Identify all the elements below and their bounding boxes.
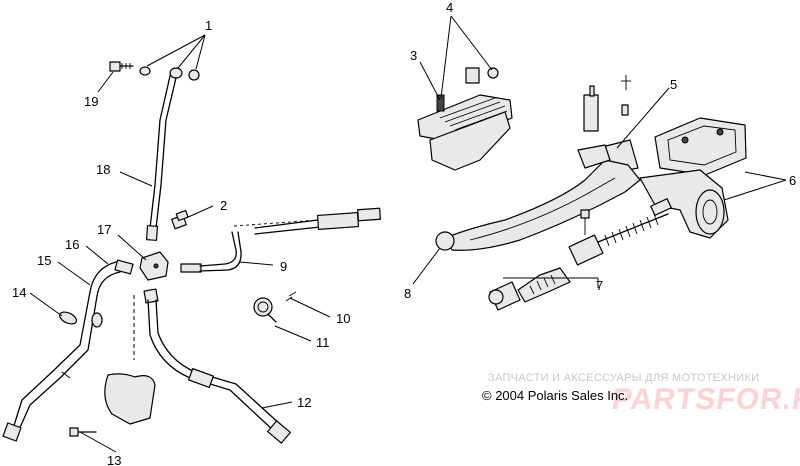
brake-hose-15 xyxy=(2,259,134,442)
callout-18: 18 xyxy=(96,162,110,177)
callout-5: 5 xyxy=(670,77,677,92)
callout-19: 19 xyxy=(84,94,98,109)
callout-15: 15 xyxy=(37,253,51,268)
watermark-tagline: ЗАПЧАСТИ И АКСЕССУАРЫ ДЛЯ МОТОТЕХНИКИ xyxy=(488,372,760,384)
shield-plate xyxy=(104,373,156,425)
callout-12: 12 xyxy=(297,395,311,410)
callout-13: 13 xyxy=(107,453,121,466)
reservoir-cap-3 xyxy=(417,67,513,171)
piston-assembly-7 xyxy=(488,198,672,311)
hose-clamp-14 xyxy=(58,311,103,328)
callout-10: 10 xyxy=(336,311,350,326)
brake-line-9 xyxy=(180,231,242,273)
brake-hose-18 xyxy=(145,75,177,241)
watermark-logo: PARTSFOR.RU xyxy=(609,383,800,416)
callout-9: 9 xyxy=(280,259,287,274)
bolt-13 xyxy=(69,427,97,437)
brake-switch-2 xyxy=(171,209,189,230)
cable-line xyxy=(233,207,381,235)
clip-11 xyxy=(253,297,277,323)
callout-4: 4 xyxy=(446,0,453,15)
brake-hose-12 xyxy=(143,288,291,444)
callout-2: 2 xyxy=(220,198,227,213)
screw-10 xyxy=(285,291,297,302)
brake-lever-8 xyxy=(435,144,641,251)
leader-lines xyxy=(29,15,787,453)
callout-17: 17 xyxy=(97,222,111,237)
copyright-text: © 2004 Polaris Sales Inc. xyxy=(482,388,629,403)
callout-14: 14 xyxy=(12,285,26,300)
master-cylinder-body-6 xyxy=(639,117,747,239)
junction-block-17 xyxy=(133,251,169,360)
callout-3: 3 xyxy=(410,48,417,63)
washers-1 xyxy=(139,66,200,81)
callout-11: 11 xyxy=(316,335,330,350)
callout-7: 7 xyxy=(596,278,603,293)
callout-6: 6 xyxy=(789,173,796,188)
bolt-19 xyxy=(109,61,134,72)
callout-1: 1 xyxy=(205,18,212,33)
callout-16: 16 xyxy=(65,237,79,252)
callout-8: 8 xyxy=(404,286,411,301)
